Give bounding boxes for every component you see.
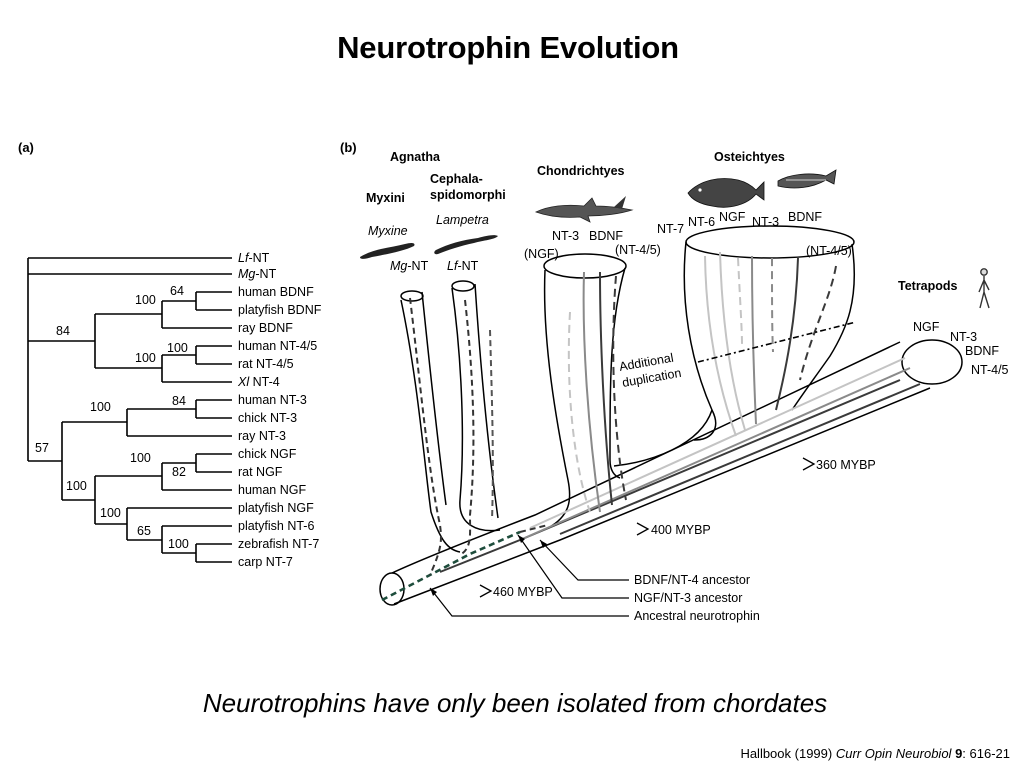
group-label-chondrichtyes: Chondrichtyes bbox=[537, 164, 625, 178]
support-value: 100 bbox=[135, 351, 156, 365]
slide-caption: Neurotrophins have only been isolated fr… bbox=[202, 688, 828, 718]
mybp-360: 360 MYBP bbox=[802, 457, 876, 472]
support-value: 100 bbox=[66, 479, 87, 493]
citation: Hallbook (1999) Curr Opin Neurobiol 9: 6… bbox=[740, 746, 1010, 761]
mybp-400: 400 MYBP bbox=[636, 522, 711, 537]
gene-label: (NT-4/5) bbox=[615, 243, 661, 257]
support-value: 65 bbox=[137, 524, 151, 538]
ancestor-label-ngf-nt3: NGF/NT-3 ancestor bbox=[634, 591, 742, 605]
panel-b: (b) Agnatha Myxini Cephala- spidomorphi … bbox=[340, 140, 1009, 623]
leaf-label: rat NGF bbox=[238, 465, 283, 479]
gene-label: BDNF bbox=[589, 229, 623, 243]
ancestor-label-ancestral: Ancestral neurotrophin bbox=[634, 609, 760, 623]
support-value: 100 bbox=[167, 341, 188, 355]
support-value: 100 bbox=[100, 506, 121, 520]
leaf-label: carp NT-7 bbox=[238, 555, 293, 569]
gene-label: (NGF) bbox=[524, 247, 559, 261]
support-value: 84 bbox=[56, 324, 70, 338]
leaf-label: human NT-3 bbox=[238, 393, 307, 407]
support-value: 64 bbox=[170, 284, 184, 298]
leaf-label: rat NT-4/5 bbox=[238, 357, 294, 371]
leaf-label: ray BDNF bbox=[238, 321, 293, 335]
duplication-line bbox=[697, 321, 857, 363]
hagfish-icon bbox=[360, 242, 415, 259]
leaf-label: chick NT-3 bbox=[238, 411, 297, 425]
fish-icon bbox=[687, 178, 765, 208]
lamprey-icon bbox=[434, 235, 498, 255]
citation-pages: : 616-21 bbox=[962, 746, 1010, 761]
leaf-label: human NT-4/5 bbox=[238, 339, 317, 353]
leaf-label: Lf-NT bbox=[238, 251, 270, 265]
support-value: 57 bbox=[35, 441, 49, 455]
group-label-agnatha: Agnatha bbox=[390, 150, 441, 164]
leaf-label: ray NT-3 bbox=[238, 429, 286, 443]
group-label-cephalaspidomorphi: spidomorphi bbox=[430, 188, 506, 202]
mybp-label: 360 MYBP bbox=[816, 458, 876, 472]
leaf-label: Xl NT-4 bbox=[237, 375, 280, 389]
support-value: 84 bbox=[172, 394, 186, 408]
human-icon bbox=[978, 268, 990, 309]
species-label-lampetra: Lampetra bbox=[436, 213, 489, 227]
leaf-label: human NGF bbox=[238, 483, 306, 497]
citation-journal: Curr Opin Neurobiol bbox=[835, 746, 952, 761]
ancestor-callouts bbox=[429, 534, 629, 617]
gene-label: NGF bbox=[913, 320, 940, 334]
support-value: 100 bbox=[168, 537, 189, 551]
gene-label: NT-3 bbox=[552, 229, 579, 243]
gene-label: BDNF bbox=[788, 210, 822, 224]
panel-b-label: (b) bbox=[340, 140, 357, 155]
support-value: 82 bbox=[172, 465, 186, 479]
gene-label: BDNF bbox=[965, 344, 999, 358]
group-label-tetrapods: Tetrapods bbox=[898, 279, 958, 293]
group-label-myxini: Myxini bbox=[366, 191, 405, 205]
leaf-label: human BDNF bbox=[238, 285, 314, 299]
panel-a: (a) bbox=[18, 140, 322, 569]
support-value: 100 bbox=[90, 400, 111, 414]
mybp-label: 460 MYBP bbox=[493, 585, 553, 599]
gene-label: NT-4/5 bbox=[971, 363, 1009, 377]
species-label-myxine: Myxine bbox=[368, 224, 408, 238]
support-value: 100 bbox=[135, 293, 156, 307]
citation-volume: 9 bbox=[955, 746, 963, 761]
gene-label-mg-nt: Mg-NT bbox=[390, 259, 429, 273]
tube-outlines bbox=[379, 225, 963, 606]
leaf-labels: Lf-NT Mg-NT human BDNF platyfish BDNF ra… bbox=[237, 251, 322, 569]
leaf-label: zebrafish NT-7 bbox=[238, 537, 319, 551]
leaf-label: chick NGF bbox=[238, 447, 297, 461]
cladogram-lines bbox=[27, 257, 232, 563]
leaf-label: platyfish BDNF bbox=[238, 303, 322, 317]
citation-author: Hallbook (1999) bbox=[740, 746, 836, 761]
gene-label: NGF bbox=[719, 210, 746, 224]
panel-a-label: (a) bbox=[18, 140, 34, 155]
leaf-label: Mg-NT bbox=[238, 267, 277, 281]
gene-label: NT-6 bbox=[688, 215, 715, 229]
support-value: 100 bbox=[130, 451, 151, 465]
zebrafish-icon bbox=[777, 169, 837, 189]
callout-arrowheads bbox=[430, 535, 547, 596]
mybp-460: 460 MYBP bbox=[479, 584, 553, 599]
leaf-label: platyfish NGF bbox=[238, 501, 314, 515]
leaf-label: platyfish NT-6 bbox=[238, 519, 314, 533]
mybp-label: 400 MYBP bbox=[651, 523, 711, 537]
group-label-cephalaspidomorphi: Cephala- bbox=[430, 172, 483, 186]
gene-label: NT-7 bbox=[657, 222, 684, 236]
slide-title: Neurotrophin Evolution bbox=[337, 30, 679, 65]
ancestor-label-bdnf-nt4: BDNF/NT-4 ancestor bbox=[634, 573, 750, 587]
group-label-osteichtyes: Osteichtyes bbox=[714, 150, 785, 164]
shark-icon bbox=[534, 196, 634, 223]
gene-label-lf-nt: Lf-NT bbox=[447, 259, 479, 273]
gene-label: NT-3 bbox=[950, 330, 977, 344]
